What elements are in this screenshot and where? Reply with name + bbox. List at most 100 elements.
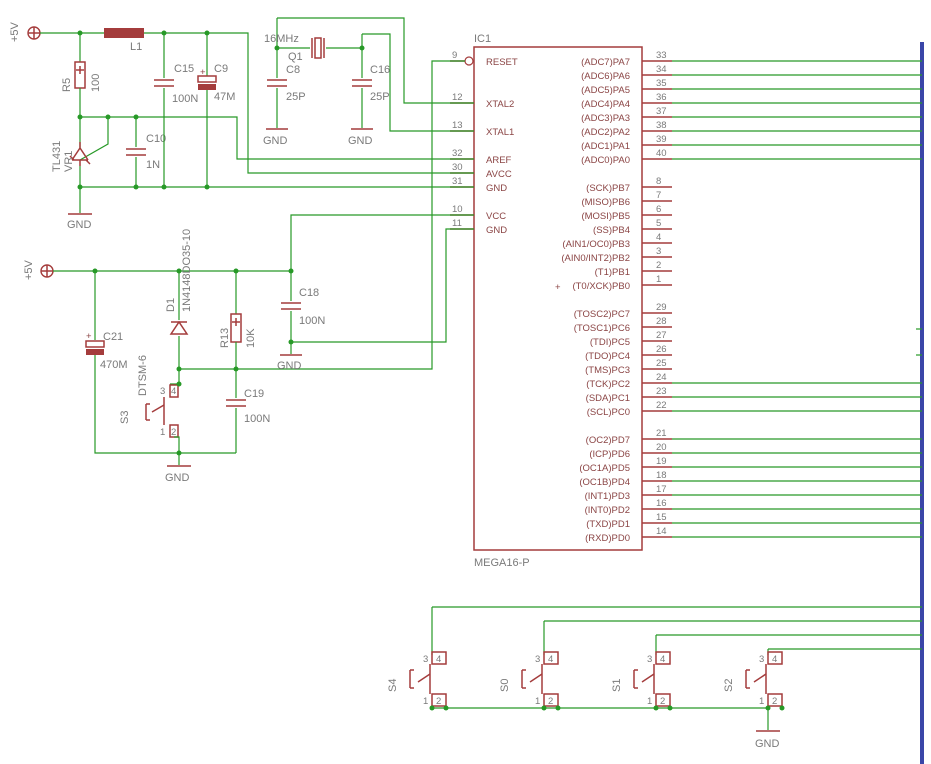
ic1-pin-number: 31 <box>452 176 463 187</box>
ic1-pin-number: 37 <box>656 106 667 117</box>
ic1-pin-27: 27(TDI)PC5 <box>590 330 672 348</box>
ic1-pin-number: 19 <box>656 456 667 467</box>
ic1-pin-number: 39 <box>656 134 667 145</box>
ic1-pin-name: VCC <box>486 211 506 222</box>
ic1-pin-name: (OC1B)PD4 <box>579 477 630 488</box>
ic1-pin-number: 14 <box>656 526 667 537</box>
switch-pin: 4 <box>548 654 553 665</box>
switch-pin: 3 <box>423 654 428 665</box>
ic1-pin-number: 28 <box>656 316 667 327</box>
ic1-pin-name: (TOSC2)PC7 <box>574 309 630 320</box>
ic1-left-pins: 9RESET12XTAL213XTAL132AREF30AVCC31GND10V… <box>450 50 518 236</box>
ic1-pin-23: 23(SDA)PC1 <box>586 386 922 404</box>
switch-pin: 3 <box>759 654 764 665</box>
ic1-pin-name: (T1)PB1 <box>595 267 630 278</box>
ic1-pin-name: (MOSI)PB5 <box>581 211 630 222</box>
ic1-pin-29: 29(TOSC2)PC7 <box>574 302 672 320</box>
d1-label: D1 <box>165 298 177 312</box>
ic1-pin-24: 24 (TCK)PC2 <box>586 372 922 390</box>
switch-pin: 1 <box>647 696 652 707</box>
c15-label: C15 <box>174 63 194 75</box>
ic1-part: MEGA16-P <box>474 557 530 569</box>
ic1-pin-number: 40 <box>656 148 667 159</box>
ic1-pin-number: 35 <box>656 78 667 89</box>
c9-electrolytic <box>197 75 217 83</box>
ic1-pin-33: 33 (ADC7)PA7 <box>581 50 922 68</box>
ic1-pin-name: (INT0)PD2 <box>585 505 630 516</box>
switch-pin: 4 <box>436 654 441 665</box>
ic1-pin-name: (ADC1)PA1 <box>581 141 630 152</box>
ic1-pin-number: 12 <box>452 92 463 103</box>
ic1-pin-17: 17(INT1)PD3 <box>585 484 922 502</box>
r13-label: R13 <box>219 328 231 348</box>
ic1-pin-19: 19(OC1A)PD5 <box>579 456 922 474</box>
ic1-pin-number: 33 <box>656 50 667 61</box>
ic1-pin-22: 22(SCL)PC0 <box>587 400 922 418</box>
ic1-pin-number: 26 <box>656 344 667 355</box>
c8-value: 25P <box>286 91 306 103</box>
c10-value: 1N <box>146 159 160 171</box>
ic1-pin-name: GND <box>486 225 507 236</box>
switch-pin: 3 <box>647 654 652 665</box>
c19-label: C19 <box>244 388 264 400</box>
xtal-freq: 16MHz <box>264 33 299 45</box>
r5-label: R5 <box>61 78 73 92</box>
ic1-pin-number: 4 <box>656 232 661 243</box>
ic1-pin-number: 24 <box>656 372 667 383</box>
ic1-pin-name: GND <box>486 183 507 194</box>
ic1-pin-38: 38(ADC2)PA2 <box>581 120 922 138</box>
gnd-keys-label: GND <box>755 738 780 750</box>
r5-value: 100 <box>90 74 102 92</box>
ic1-pin-28: 28(TOSC1)PC6 <box>574 316 672 334</box>
switch-pin: 3 <box>535 654 540 665</box>
s3-part: DTSM-6 <box>137 355 149 396</box>
ic1-ref: IC1 <box>474 33 491 45</box>
power-filter-section: +5V L1 R5 100 TL431 VR1 C10 1N C15 100N <box>9 21 474 231</box>
ic1-pin-20: 20 (ICP)PD6 <box>589 442 922 460</box>
ic1-pin-number: 10 <box>452 204 463 215</box>
r13-value: 10K <box>245 328 257 348</box>
l1-label: L1 <box>130 41 142 53</box>
ic1-pin-number: 20 <box>656 442 667 453</box>
ic1-pin-name: (ICP)PD6 <box>589 449 630 460</box>
s3-pin3: 3 <box>160 386 165 397</box>
s3-pin2: 2 <box>171 427 176 438</box>
vr1-part: TL431 <box>51 141 63 172</box>
switch-pin: 4 <box>772 654 777 665</box>
ic1-right-pins: 33(ADC7)PA734(ADC6)PA635(ADC5)PA536(ADC4… <box>561 50 922 544</box>
ic1-pin-name: (TDO)PC4 <box>585 351 630 362</box>
ic1-pin-number: 7 <box>656 190 661 201</box>
ic1-pin-number: 2 <box>656 260 661 271</box>
svg-text:+: + <box>86 331 92 342</box>
ic1-pin-37: 37(ADC3)PA3 <box>581 106 922 124</box>
s3-reset-switch[interactable]: 4 3 2 1 S3 DTSM-6 <box>119 355 180 465</box>
switch-pin: 2 <box>772 696 777 707</box>
ic1-pin-number: 34 <box>656 64 667 75</box>
ic1-pin-14: 14(RXD)PD0 <box>585 526 922 544</box>
ic1-pin-34: 34(ADC6)PA6 <box>581 64 922 82</box>
vr1-shunt-regulator <box>69 142 91 166</box>
ic1-pin-name: (ADC7)PA7 <box>581 57 630 68</box>
ic1-pin-3: 3(AIN0/INT2)PB2 <box>561 246 672 264</box>
ic1-pin-name: (TDI)PC5 <box>590 337 630 348</box>
ic1-pin-name: (TCK)PC2 <box>586 379 630 390</box>
ic1-pin-6: 6(MOSI)PB5 <box>581 204 672 222</box>
pb0-marker: + <box>555 282 561 293</box>
q1-crystal <box>311 37 325 59</box>
c18-label: C18 <box>299 287 319 299</box>
c21-electrolytic <box>85 340 105 348</box>
ic1-microcontroller: IC1 MEGA16-P 9RESET12XTAL213XTAL132AREF3… <box>450 33 922 569</box>
c18-value: 100N <box>299 315 325 327</box>
ic1-pin-number: 25 <box>656 358 667 369</box>
ic1-pin-name: AVCC <box>486 169 512 180</box>
s3-label: S3 <box>119 411 131 424</box>
ic1-pin-number: 36 <box>656 92 667 103</box>
ic1-pin-1: 1(T0/XCK)PB0 <box>572 274 672 292</box>
